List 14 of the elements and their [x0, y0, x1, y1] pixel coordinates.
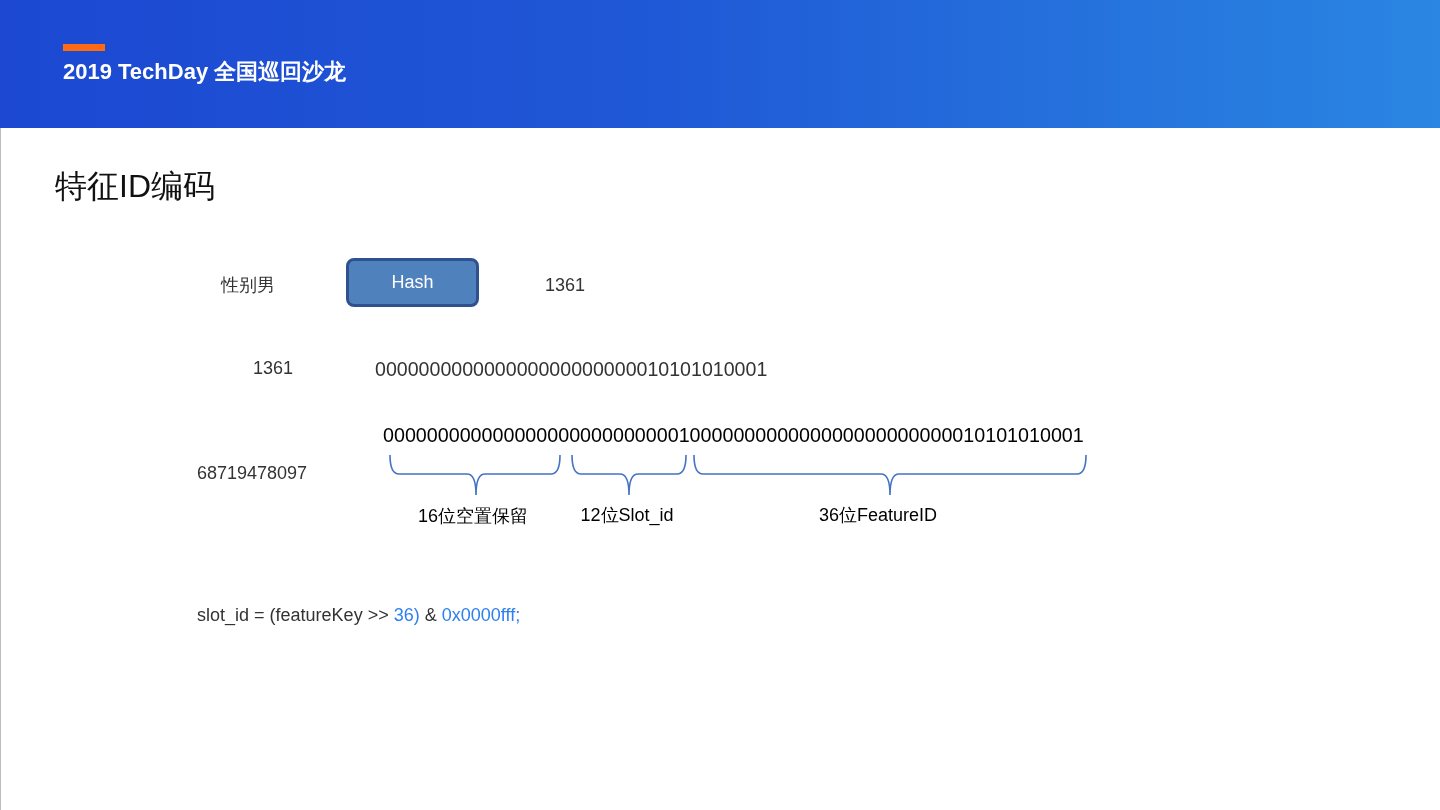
header-title: 2019 TechDay 全国巡回沙龙: [63, 58, 347, 86]
feature-text: 性别男: [221, 275, 275, 297]
decimal-value: 68719478097: [197, 463, 308, 485]
node-label: Hash: [391, 271, 434, 294]
decimal-value: 1361: [253, 358, 294, 380]
segment-label: 36位FeatureID: [819, 505, 938, 527]
binary-value: 000000000000000000000000010101010001: [375, 358, 768, 382]
slide-title: 特征ID编码: [55, 166, 215, 206]
segment-label: 16位空置保留: [418, 506, 529, 528]
code-formula: slot_id = (featureKey >> 36) & 0x0000fff;: [197, 605, 521, 627]
segment-label: 12位Slot_id: [580, 505, 674, 527]
hash-value: 1361: [545, 275, 586, 297]
process-box: [346, 258, 479, 307]
binary-value: 0000000000000000000000000001000000000000000000000000010101010001: [383, 424, 1084, 448]
